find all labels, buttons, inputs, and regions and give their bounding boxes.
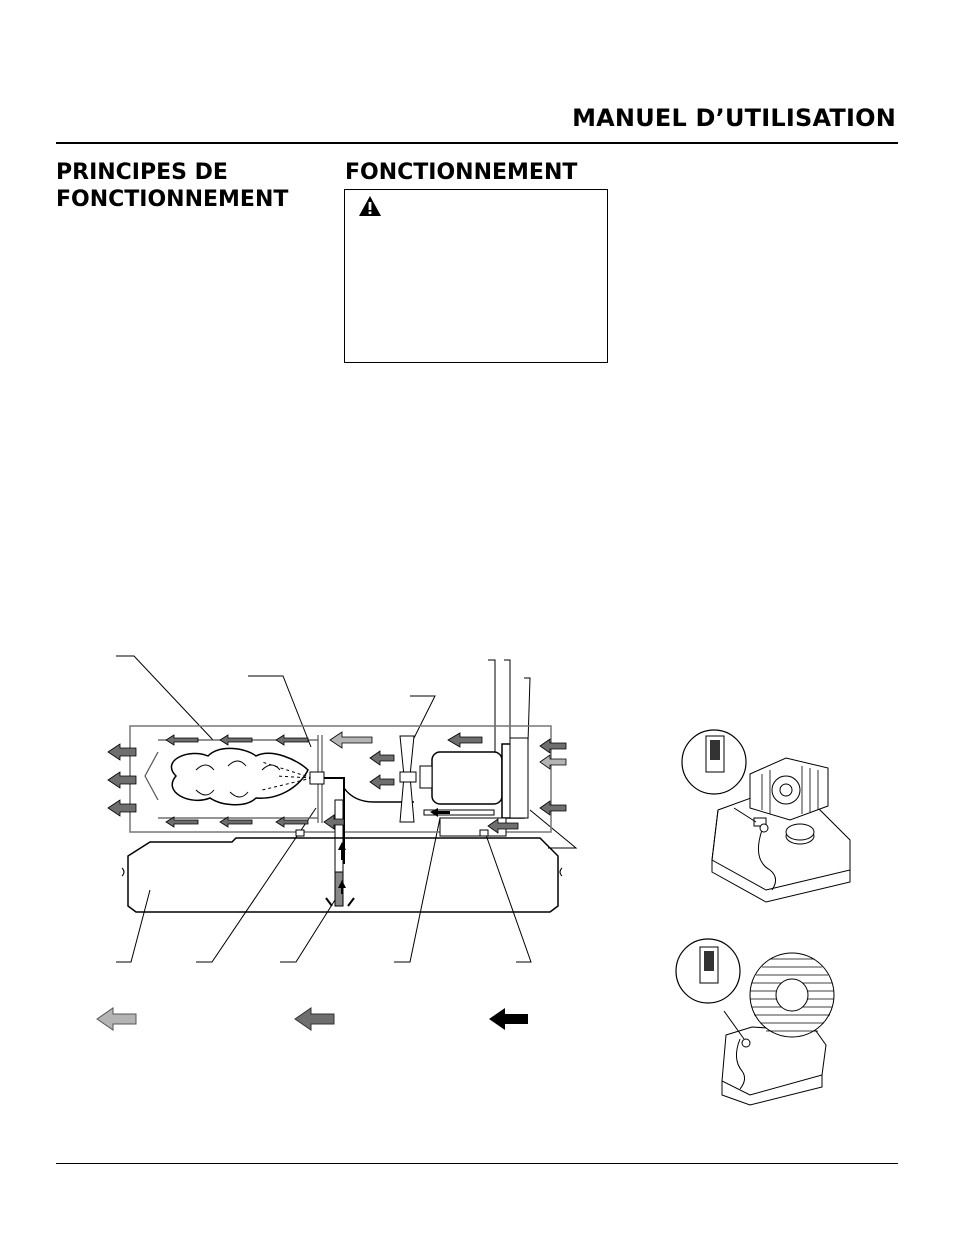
arrow-icon	[219, 734, 253, 746]
heater-housing	[129, 725, 552, 833]
fuel-pickup-tube	[334, 799, 344, 907]
warning-box	[344, 189, 608, 363]
arrow-icon	[329, 731, 373, 749]
heater-switch-illustration-bottom	[675, 938, 835, 1106]
footer-rule	[56, 1163, 898, 1164]
arrow-icon	[487, 818, 519, 834]
arrow-icon	[447, 732, 483, 748]
legend-arrow-medium-icon	[294, 1007, 335, 1031]
leader-lines	[116, 655, 578, 963]
arrow-icon	[275, 734, 309, 746]
pump-housing	[501, 743, 525, 819]
arrow-icon	[539, 800, 567, 816]
exhaust-arrows	[107, 732, 567, 834]
section-heading-line-1: PRINCIPES DE	[56, 160, 228, 185]
arrow-icon	[369, 750, 395, 766]
section-heading-operation: FONCTIONNEMENT	[345, 160, 578, 185]
arrow-icon	[369, 774, 395, 790]
arrow-icon	[107, 799, 137, 817]
section-heading-principles: PRINCIPES DE FONCTIONNEMENT	[56, 159, 336, 213]
arrow-icon	[165, 816, 199, 828]
arrow-icon	[430, 808, 450, 817]
arrow-icon	[539, 754, 567, 770]
page-header-title: MANUEL D’UTILISATION	[572, 104, 896, 132]
nozzle	[309, 771, 325, 785]
arrow-icon	[165, 734, 199, 746]
header-rule	[56, 142, 898, 144]
arrow-icon	[275, 816, 309, 828]
flame	[170, 747, 309, 806]
section-heading-line-2: FONCTIONNEMENT	[56, 187, 289, 212]
arrow-icon	[338, 880, 346, 894]
arrow-icon	[539, 738, 567, 754]
arrow-icon	[219, 816, 253, 828]
motor	[431, 751, 503, 805]
arrow-icon	[107, 771, 137, 789]
combustion-chamber	[144, 735, 323, 823]
arrow-icon	[107, 743, 137, 761]
fuel-arrows	[338, 808, 450, 894]
fan-blade	[399, 735, 415, 823]
arrow-icon	[338, 842, 346, 860]
legend-arrow-dark-icon	[489, 1008, 528, 1030]
fuel-tank	[127, 837, 559, 913]
heater-switch-illustration-top	[681, 729, 851, 903]
legend-arrow-light-icon	[96, 1007, 137, 1031]
intake-arrows	[329, 731, 567, 770]
warning-triangle-icon	[359, 196, 381, 216]
arrow-icon	[323, 814, 345, 830]
